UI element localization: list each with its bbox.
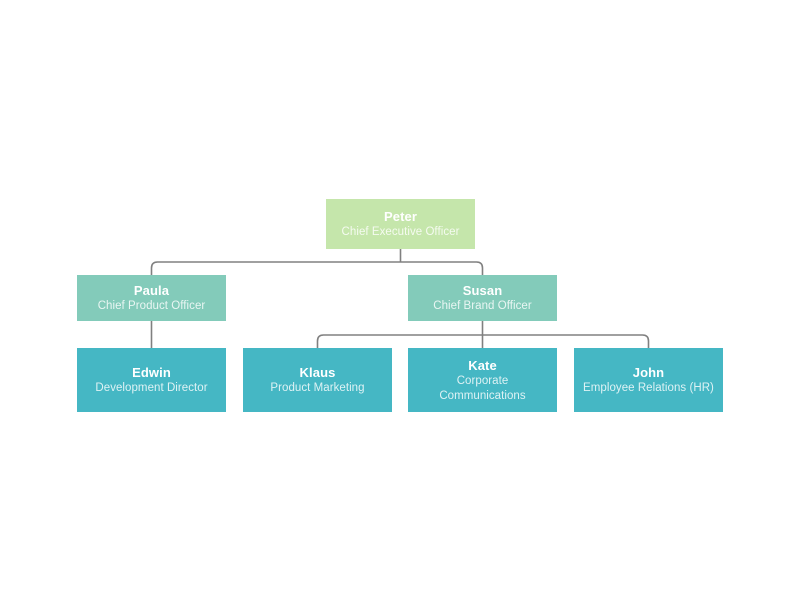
org-node-title: Chief Product Officer [97, 300, 206, 313]
org-node-name: Klaus [299, 365, 336, 381]
org-node-title: Corporate Communications [439, 375, 526, 402]
org-node-title: Chief Executive Officer [341, 226, 460, 239]
org-node-title: Chief Brand Officer [433, 300, 532, 313]
org-node-name: Paula [133, 283, 170, 299]
org-node-title: Product Marketing [270, 382, 365, 395]
org-node-title: Development Director [95, 382, 208, 395]
org-node-name: Susan [462, 283, 503, 299]
org-node-name: John [632, 365, 665, 381]
org-node-name: Edwin [132, 365, 171, 381]
org-node-title: Employee Relations (HR) [583, 382, 714, 395]
connector-bus-peter [150, 261, 484, 275]
org-node-name: Peter [383, 209, 418, 225]
org-node-name: Kate [468, 358, 497, 373]
